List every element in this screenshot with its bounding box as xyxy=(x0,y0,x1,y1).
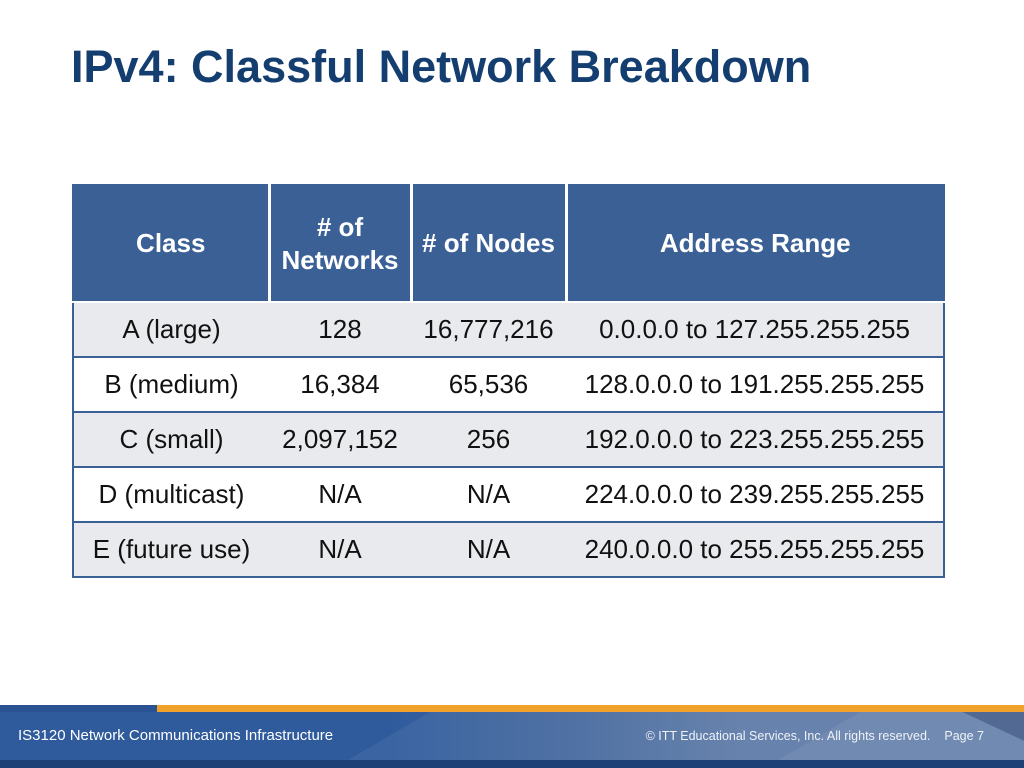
cell-networks: N/A xyxy=(269,521,411,577)
cell-nodes: 65,536 xyxy=(411,356,566,412)
column-header-nodes: # of Nodes xyxy=(411,185,568,303)
footer-course-text: IS3120 Network Communications Infrastruc… xyxy=(18,727,334,744)
footer-stripe-left-block xyxy=(0,705,157,712)
cell-class: A (large) xyxy=(73,302,269,357)
classful-network-table: Class # of Networks # of Nodes Address R… xyxy=(72,184,945,578)
cell-nodes: 256 xyxy=(411,411,566,467)
column-header-range: Address Range xyxy=(566,185,944,303)
slide-footer: IS3120 Network Communications Infrastruc… xyxy=(0,705,1024,768)
column-header-networks: # of Networks xyxy=(269,185,413,303)
cell-range: 0.0.0.0 to 127.255.255.255 xyxy=(566,302,944,357)
footer-right-group: © ITT Educational Services, Inc. All rig… xyxy=(646,712,984,760)
cell-class: B (medium) xyxy=(73,356,269,412)
column-header-class: Class xyxy=(73,185,271,303)
table-row-class-c: C (small) 2,097,152 256 192.0.0.0 to 223… xyxy=(73,411,944,467)
footer-bottom-strip xyxy=(0,760,1024,768)
cell-class: D (multicast) xyxy=(73,466,269,522)
footer-orange-stripe xyxy=(157,705,1024,712)
table-header-row: Class # of Networks # of Nodes Address R… xyxy=(73,185,944,303)
table-body: A (large) 128 16,777,216 0.0.0.0 to 127.… xyxy=(73,302,944,577)
cell-range: 128.0.0.0 to 191.255.255.255 xyxy=(566,356,944,412)
cell-range: 224.0.0.0 to 239.255.255.255 xyxy=(566,466,944,522)
cell-class: C (small) xyxy=(73,411,269,467)
table-row-class-a: A (large) 128 16,777,216 0.0.0.0 to 127.… xyxy=(73,302,944,357)
cell-range: 240.0.0.0 to 255.255.255.255 xyxy=(566,521,944,577)
cell-class: E (future use) xyxy=(73,521,269,577)
cell-networks: N/A xyxy=(269,466,411,522)
cell-nodes: 16,777,216 xyxy=(411,302,566,357)
cell-networks: 2,097,152 xyxy=(269,411,411,467)
cell-networks: 16,384 xyxy=(269,356,411,412)
cell-nodes: N/A xyxy=(411,521,566,577)
cell-range: 192.0.0.0 to 223.255.255.255 xyxy=(566,411,944,467)
footer-band: IS3120 Network Communications Infrastruc… xyxy=(0,712,1024,760)
table-row-class-e: E (future use) N/A N/A 240.0.0.0 to 255.… xyxy=(73,521,944,577)
footer-stripe-row xyxy=(0,705,1024,712)
cell-networks: 128 xyxy=(269,302,411,357)
table-row-class-d: D (multicast) N/A N/A 224.0.0.0 to 239.2… xyxy=(73,466,944,522)
table-row-class-b: B (medium) 16,384 65,536 128.0.0.0 to 19… xyxy=(73,356,944,412)
table-header: Class # of Networks # of Nodes Address R… xyxy=(73,185,944,303)
page-title: IPv4: Classful Network Breakdown xyxy=(71,41,812,92)
cell-nodes: N/A xyxy=(411,466,566,522)
footer-page-number: Page 7 xyxy=(944,729,984,743)
footer-copyright-text: © ITT Educational Services, Inc. All rig… xyxy=(645,729,931,743)
